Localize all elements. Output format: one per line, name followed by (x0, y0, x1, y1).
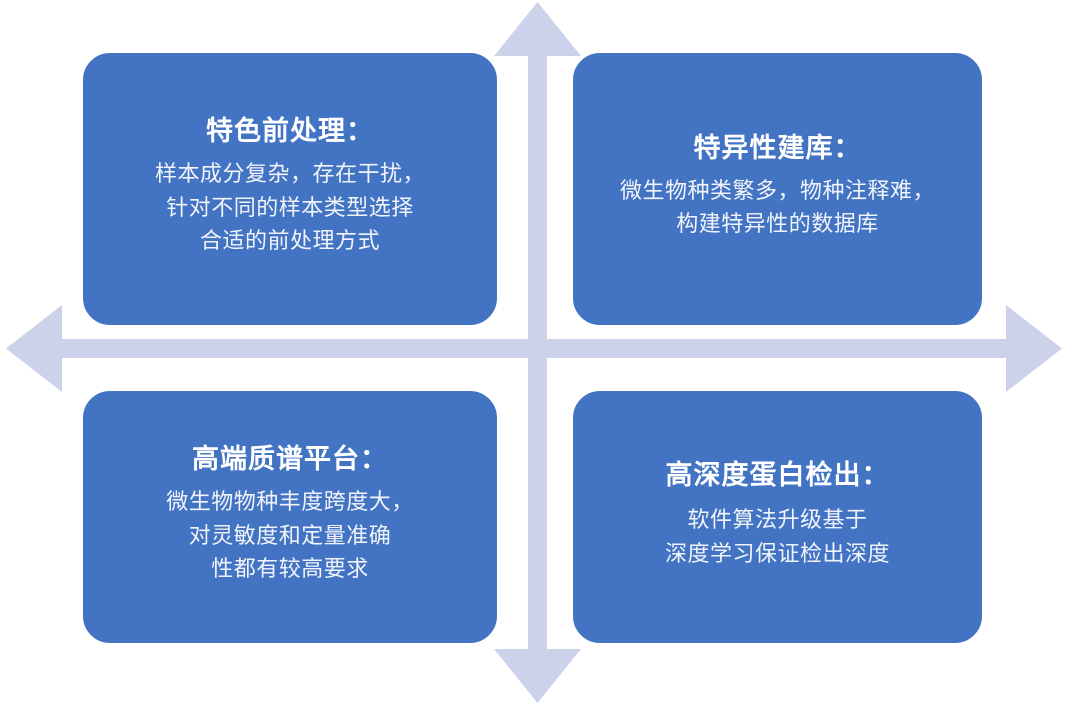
quadrant-title: 特色前处理： (206, 116, 374, 148)
body-line: 深度学习保证检出深度 (664, 541, 890, 567)
quadrant-body: 微生物种类繁多，物种注释难， 构建特异性的数据库 (620, 175, 935, 242)
quadrant-box-bottom-left: 高端质谱平台： 微生物物种丰度跨度大， 对灵敏度和定量准确 性都有较高要求 (80, 388, 500, 646)
quadrant-box-top-right: 特异性建库： 微生物种类繁多，物种注释难， 构建特异性的数据库 (570, 50, 985, 328)
quadrant-body: 软件算法升级基于 深度学习保证检出深度 (665, 504, 890, 571)
quadrant-box-bottom-right: 高深度蛋白检出： 软件算法升级基于 深度学习保证检出深度 (570, 388, 985, 646)
quadrant-body: 样本成分复杂，存在干扰， 针对不同的样本类型选择 合适的前处理方式 (155, 158, 425, 258)
quadrant-title: 高端质谱平台： (192, 444, 388, 476)
quadrant-body: 微生物物种丰度跨度大， 对灵敏度和定量准确 性都有较高要求 (166, 486, 414, 586)
body-line: 软件算法升级基于 (687, 508, 868, 534)
quadrant-box-top-left: 特色前处理： 样本成分复杂，存在干扰， 针对不同的样本类型选择 合适的前处理方式 (80, 50, 500, 328)
body-line: 对灵敏度和定量准确 (188, 523, 392, 549)
body-line: 微生物种类繁多，物种注释难， (619, 178, 935, 204)
body-line: 构建特异性的数据库 (676, 212, 879, 238)
body-line: 合适的前处理方式 (199, 229, 380, 255)
body-line: 性都有较高要求 (211, 557, 369, 583)
body-line: 针对不同的样本类型选择 (166, 195, 414, 221)
body-line: 微生物物种丰度跨度大， (166, 490, 414, 516)
quadrant-title: 高深度蛋白检出： (665, 459, 890, 491)
body-line: 样本成分复杂，存在干扰， (154, 162, 425, 188)
quadrant-title: 特异性建库： (693, 133, 862, 165)
